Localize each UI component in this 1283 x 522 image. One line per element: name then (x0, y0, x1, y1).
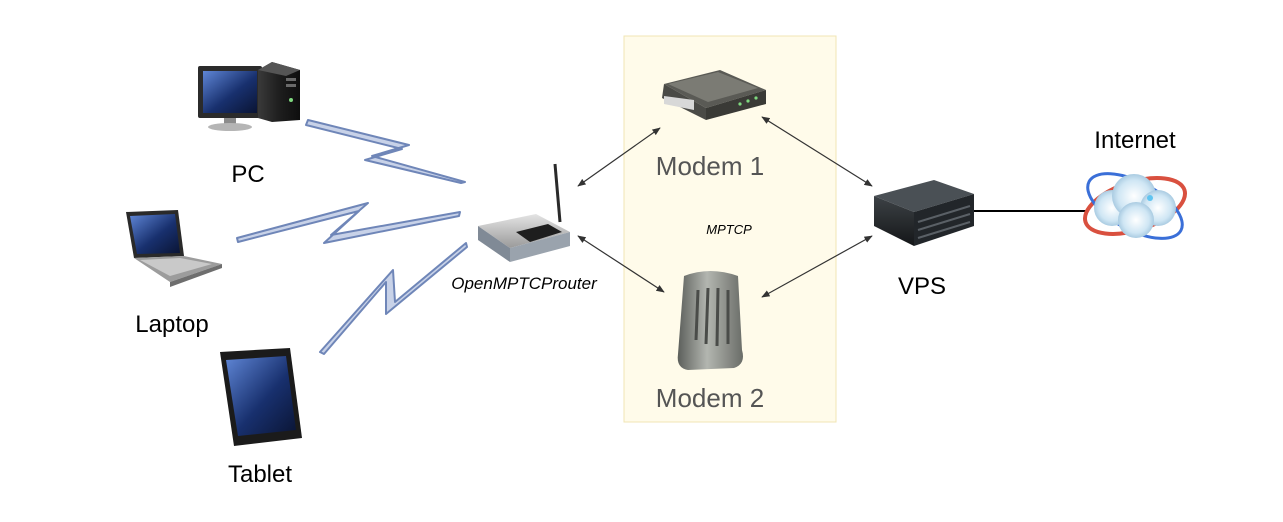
wireless-link-pc (305, 119, 466, 184)
pc-label: PC (231, 161, 264, 188)
dsl-modem-icon (662, 70, 766, 120)
wireless-link-tablet (319, 242, 468, 355)
link-modem1-vps (761, 116, 873, 187)
vps-label: VPS (898, 273, 946, 300)
mptcp-label: MPTCP (706, 222, 752, 237)
desktop-computer-icon (198, 62, 300, 131)
modem1-label: Modem 1 (656, 151, 764, 181)
laptop-label: Laptop (135, 311, 208, 338)
wifi-router-icon (478, 163, 570, 262)
modem2-label: Modem 2 (656, 383, 764, 413)
link-modem2-vps (761, 235, 873, 298)
tablet-icon (220, 348, 302, 446)
tablet-label: Tablet (228, 461, 292, 488)
server-icon (874, 180, 974, 246)
cable-modem-icon (677, 271, 743, 370)
link-router-modem1 (577, 127, 661, 187)
cloud-globe-icon (1082, 172, 1188, 240)
link-router-modem2 (577, 235, 665, 293)
internet-label: Internet (1094, 127, 1176, 154)
router-label: OpenMPTCProuter (451, 274, 598, 293)
wireless-link-laptop (236, 202, 461, 244)
laptop-icon (126, 210, 222, 287)
